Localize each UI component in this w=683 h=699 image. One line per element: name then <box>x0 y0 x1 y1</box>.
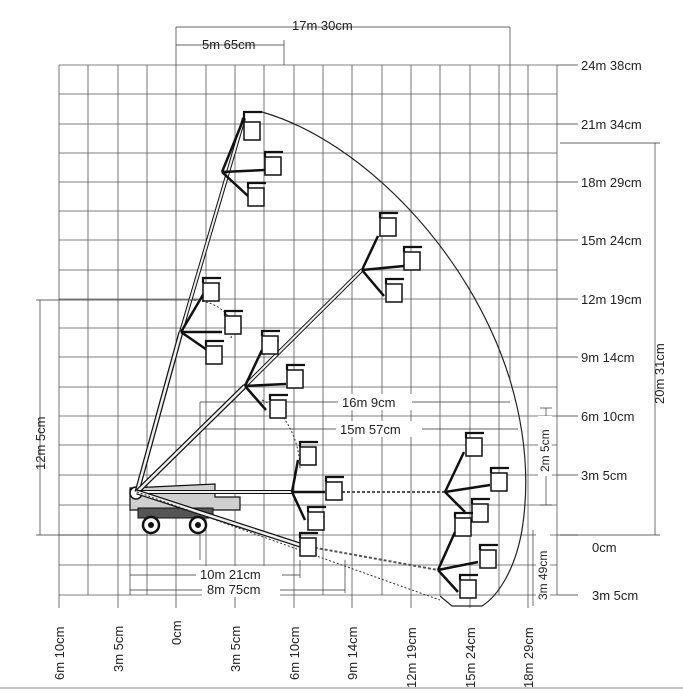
outreach-labels: 6m 10cm 3m 5cm 0cm 3m 5cm 6m 10cm 9m 14c… <box>52 620 536 688</box>
height-label: 6m 10cm <box>581 409 634 424</box>
right-height-label: 2m 5cm <box>538 429 552 472</box>
height-label: 9m 14cm <box>581 350 634 365</box>
outreach-label: 6m 10cm <box>52 627 67 680</box>
basket <box>242 110 262 141</box>
outreach-label: 6m 10cm <box>287 627 302 680</box>
top-offset-label: 5m 65cm <box>202 37 255 52</box>
total-height-label: 20m 31cm <box>652 343 667 404</box>
left-height-label: 12m 5cm <box>33 417 48 470</box>
basket <box>489 466 509 492</box>
basket <box>285 363 305 389</box>
height-label: 3m 5cm <box>581 468 627 483</box>
basket <box>263 150 283 176</box>
outreach-label: 3m 5cm <box>111 626 126 672</box>
dimension-labels: 17m 30cm 5m 65cm 16m 9cm 15m 57cm 12m 5c… <box>33 18 667 600</box>
outreach-label: 12m 19cm <box>404 627 419 688</box>
height-label: 21m 34cm <box>581 117 642 132</box>
basket <box>378 211 398 237</box>
height-label: 15m 24cm <box>581 233 642 248</box>
bottom-b-label: 8m 75cm <box>207 582 260 597</box>
outreach-label: 9m 14cm <box>345 627 360 680</box>
basket <box>470 497 490 523</box>
basket <box>268 393 288 419</box>
baskets <box>201 110 509 599</box>
basket <box>464 431 484 457</box>
outreach-label: 18m 29cm <box>521 627 536 688</box>
total-outreach-label: 17m 30cm <box>292 18 353 33</box>
basket <box>223 309 243 335</box>
basket <box>260 329 280 355</box>
basket <box>458 573 478 599</box>
outreach-label: 3m 5cm <box>228 626 243 672</box>
working-envelope <box>243 111 527 607</box>
basket <box>324 475 344 501</box>
height-label: 0cm <box>592 540 617 555</box>
basket <box>306 505 326 531</box>
outreach-label: 0cm <box>169 620 184 645</box>
outreach-b-label: 15m 57cm <box>340 422 401 437</box>
height-label: 3m 5cm <box>592 588 638 603</box>
basket <box>478 543 498 569</box>
height-labels: 24m 38cm 21m 34cm 18m 29cm 15m 24cm 12m … <box>581 58 642 603</box>
basket <box>201 276 221 302</box>
height-label: 18m 29cm <box>581 175 642 190</box>
dimension-lines <box>36 26 660 606</box>
height-label: 24m 38cm <box>581 58 642 73</box>
outreach-label: 15m 24cm <box>463 627 478 688</box>
grid <box>58 64 558 596</box>
height-label: 12m 19cm <box>581 292 642 307</box>
bottom-a-label: 10m 21cm <box>200 567 261 582</box>
basket <box>453 511 473 537</box>
basket <box>204 339 224 365</box>
basket <box>384 277 404 303</box>
basket <box>402 245 422 271</box>
below-ground-label: 3m 49cm <box>536 551 550 600</box>
basket <box>246 181 266 207</box>
outreach-a-label: 16m 9cm <box>342 395 395 410</box>
basket <box>298 440 318 466</box>
basket <box>298 531 318 557</box>
